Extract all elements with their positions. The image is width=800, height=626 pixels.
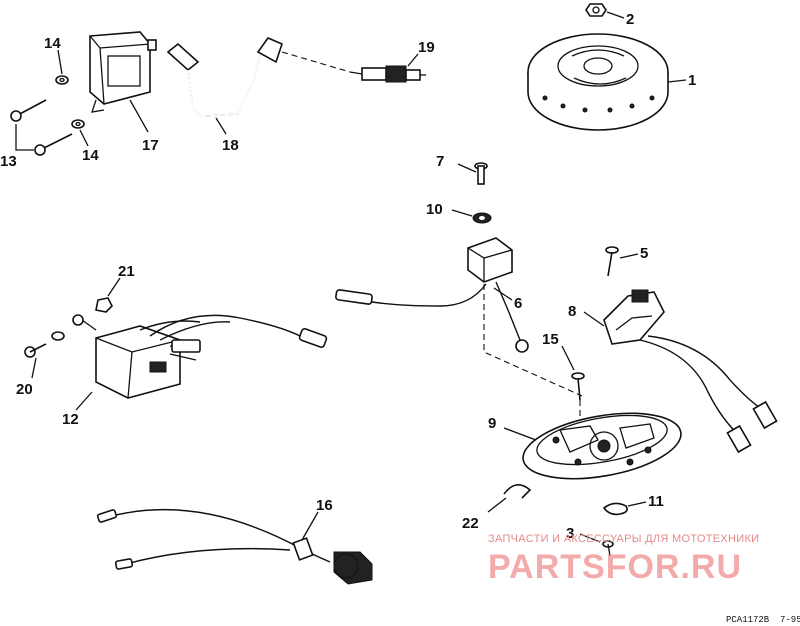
screw-part bbox=[474, 162, 488, 185]
callout-15: 15 bbox=[542, 331, 559, 348]
callout-3: 3 bbox=[566, 525, 574, 542]
callout-14-top: 14 bbox=[44, 35, 61, 52]
callout-21: 21 bbox=[118, 263, 135, 280]
callout-14-bottom: 14 bbox=[82, 147, 99, 164]
callout-1: 1 bbox=[688, 72, 696, 89]
sensor-screw-part bbox=[605, 246, 619, 277]
watermark-brand: PARTSFOR.RU bbox=[488, 548, 742, 586]
callout-13: 13 bbox=[0, 153, 17, 170]
lock-washer-part bbox=[472, 212, 492, 224]
clamp-screw-part bbox=[602, 540, 614, 557]
charge-coil-part bbox=[335, 237, 529, 353]
spark-plug-lead-part bbox=[166, 37, 351, 117]
wire-clip-part bbox=[503, 484, 532, 499]
watermark-tagline: ЗАПЧАСТИ И АКСЕССУАРЫ ДЛЯ МОТОТЕХНИКИ bbox=[488, 533, 759, 545]
callout-11: 11 bbox=[648, 493, 664, 510]
stator-screw-part bbox=[571, 372, 585, 401]
callout-6: 6 bbox=[514, 295, 522, 312]
stator-plate-part bbox=[522, 412, 682, 480]
washer-part bbox=[55, 75, 85, 129]
callout-2: 2 bbox=[626, 11, 634, 28]
coil-screw-part bbox=[10, 99, 73, 156]
flywheel-nut-part bbox=[585, 3, 607, 17]
callout-5: 5 bbox=[640, 245, 648, 262]
drawing-date: 7-95 bbox=[780, 615, 800, 625]
callout-18: 18 bbox=[222, 137, 239, 154]
callout-22: 22 bbox=[462, 515, 479, 532]
clamp-part bbox=[602, 502, 628, 516]
callout-8: 8 bbox=[568, 303, 576, 320]
flywheel-part bbox=[527, 33, 669, 131]
callout-10: 10 bbox=[426, 201, 443, 218]
power-pack-part bbox=[72, 314, 328, 399]
drawing-code: PCA1172B bbox=[726, 615, 770, 625]
pack-nut-part bbox=[95, 297, 113, 313]
callout-7: 7 bbox=[436, 153, 444, 170]
callout-16: 16 bbox=[316, 497, 333, 514]
callout-17: 17 bbox=[142, 137, 159, 154]
ignition-coil-part bbox=[89, 31, 157, 113]
sensor-coil-part bbox=[603, 289, 778, 454]
callout-12: 12 bbox=[62, 411, 79, 428]
spark-plug-part bbox=[349, 65, 426, 83]
callout-9: 9 bbox=[488, 415, 496, 432]
pack-screw-part bbox=[24, 331, 65, 358]
callout-19: 19 bbox=[418, 39, 435, 56]
callout-20: 20 bbox=[16, 381, 33, 398]
stop-switch-harness-part bbox=[96, 508, 373, 585]
